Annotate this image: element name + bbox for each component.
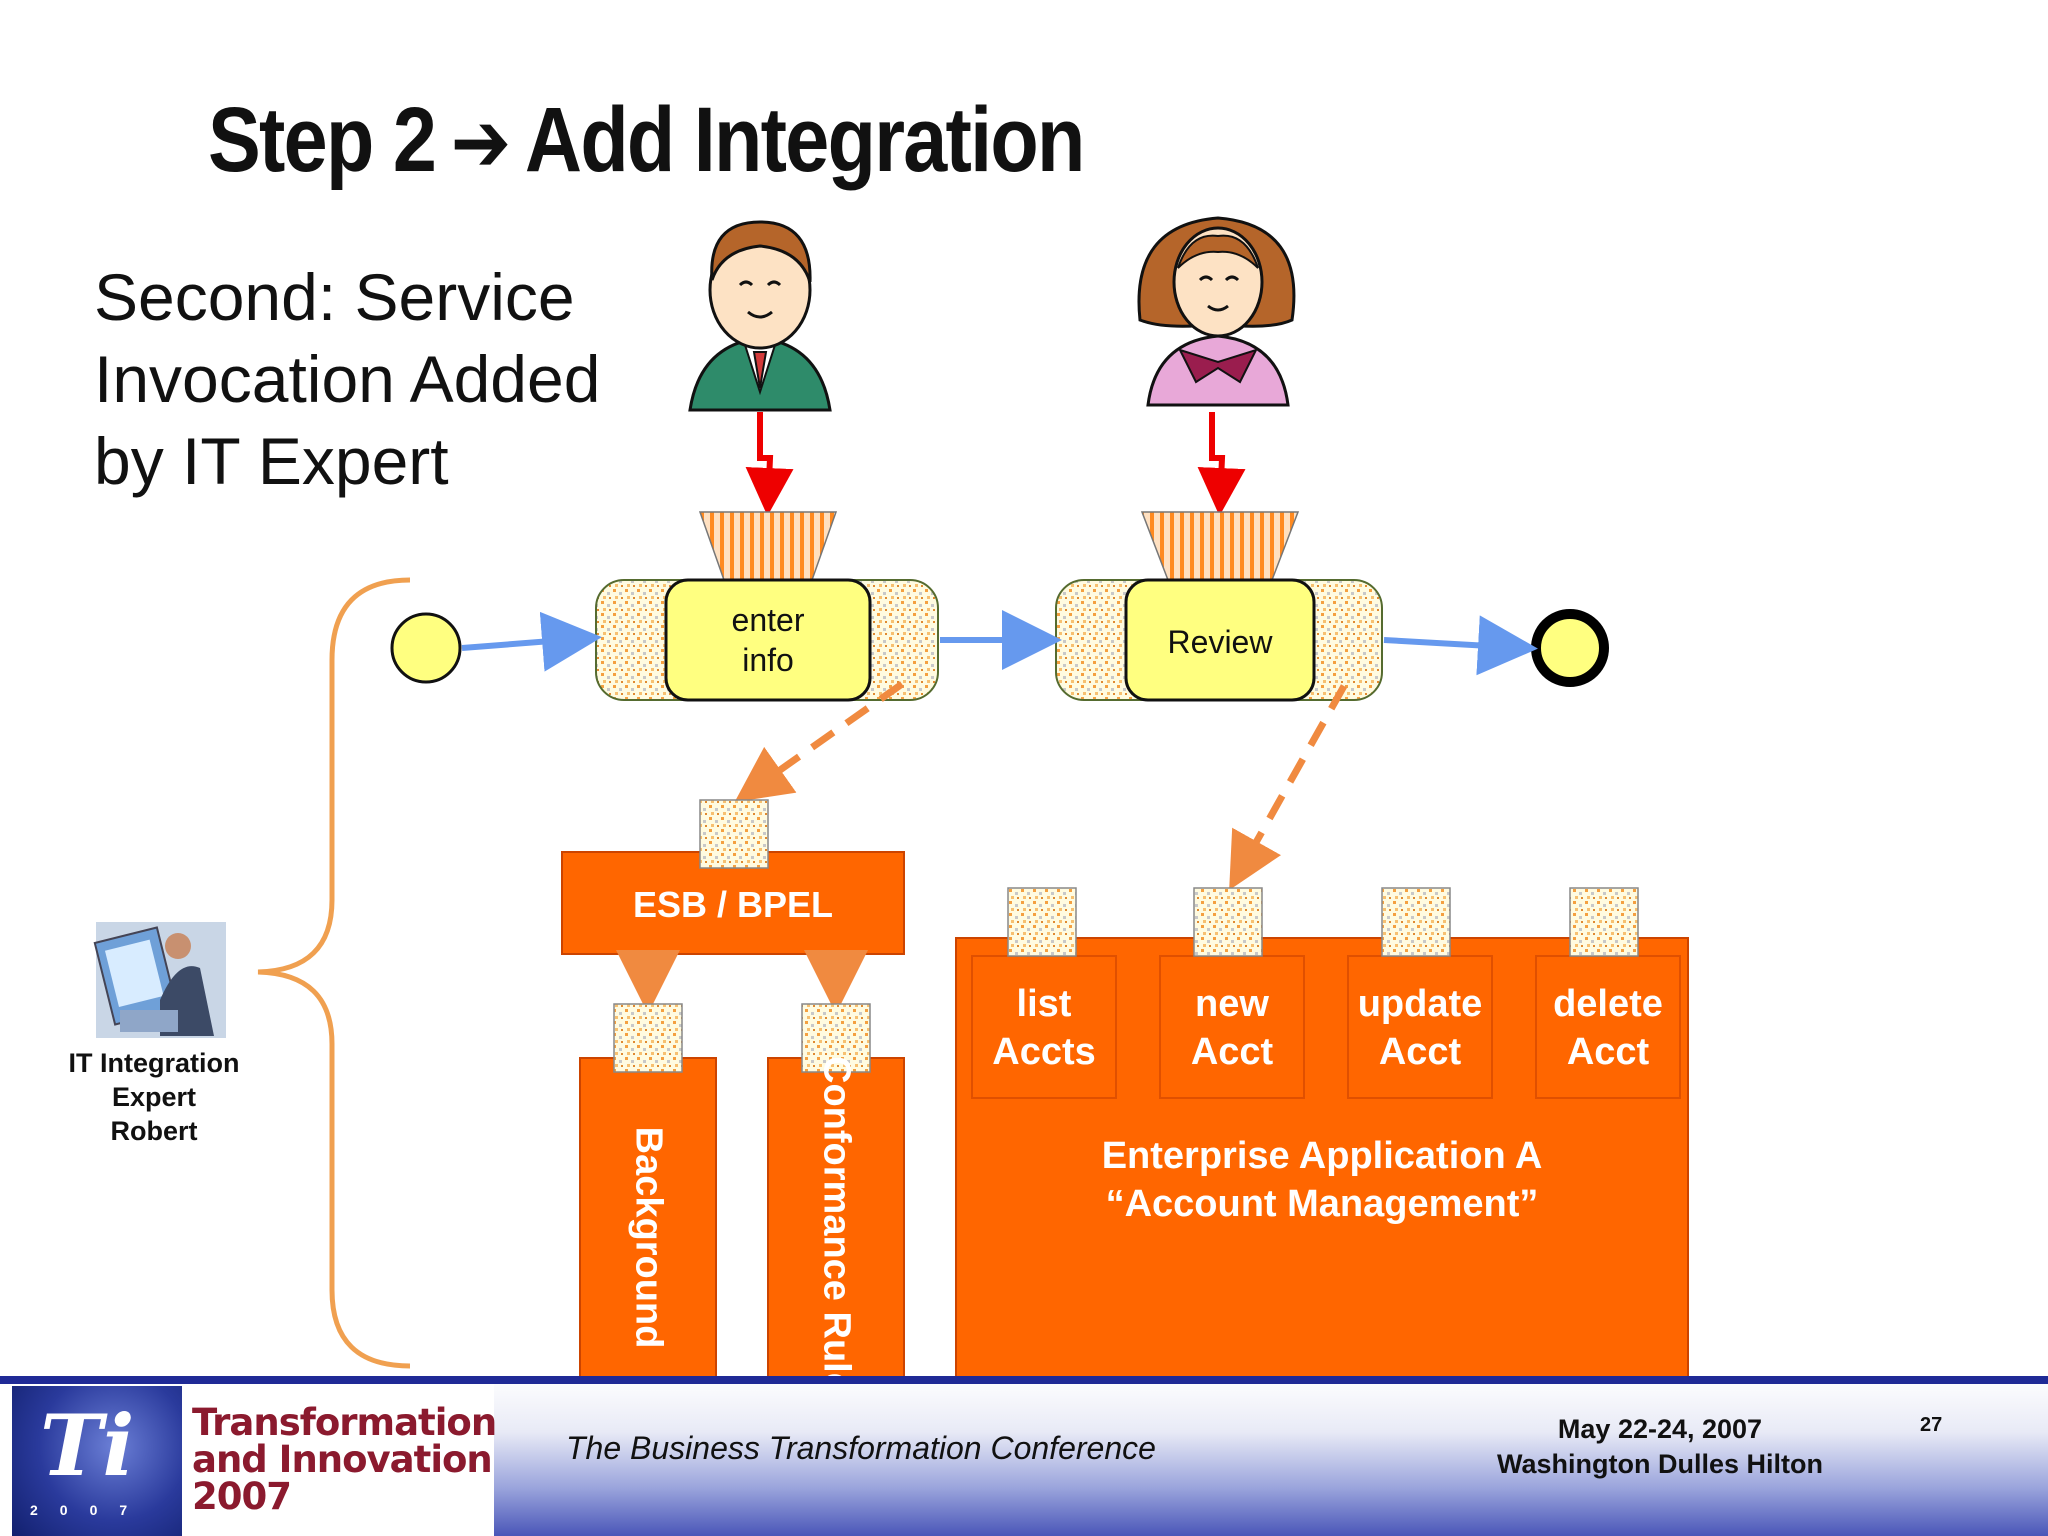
activity-label-line: Review (1167, 624, 1273, 660)
logo-wordmark-line: Transformation (192, 1401, 497, 1444)
background-label: Background (627, 1126, 670, 1349)
conformance-rules-label: Conformance Rules (815, 1058, 858, 1414)
service-port-icon (1193, 887, 1263, 957)
title-step: Step 2 (208, 89, 437, 191)
arrow-right-icon: ➔ (450, 95, 512, 189)
red-interaction-arrow (745, 412, 794, 516)
conformance-label-clip: Conformance Rules (768, 1058, 904, 1414)
service-op-delete-acct: delete Acct (1536, 980, 1680, 1076)
service-invocation-arrow (734, 681, 905, 803)
subtitle-line: by IT Expert (94, 424, 449, 498)
enterprise-application-label: Enterprise Application A “Account Manage… (956, 1132, 1688, 1228)
service-port-icon (801, 1003, 871, 1073)
expert-label-line: Expert (111, 1082, 197, 1112)
service-op-line: delete (1553, 983, 1663, 1025)
esb-label: ESB / BPEL (632, 884, 834, 925)
logo-wordmark-line: 2007 (192, 1475, 292, 1518)
human-task-funnel-icon (698, 511, 838, 581)
esb-box (561, 851, 905, 955)
logo-wordmark: Transformation and Innovation 2007 (192, 1401, 497, 1518)
service-port-icon (1007, 887, 1077, 957)
footer-rule (0, 1376, 2048, 1384)
service-invocation-arrow (1229, 684, 1348, 891)
it-expert-label: IT Integration Expert Robert (44, 1046, 264, 1148)
page-number: 27 (1920, 1414, 1943, 1436)
service-op-line: Acct (1566, 1031, 1650, 1073)
title-action: Add Integration (524, 89, 1085, 191)
subtitle-line: Invocation Added (94, 342, 601, 416)
service-op-new-acct: new Acct (1160, 980, 1304, 1076)
end-node (1531, 609, 1609, 687)
ti-logo-letters: Ti (40, 1396, 135, 1495)
business-user-man-icon (688, 220, 832, 412)
conference-date: May 22-24, 2007 (1557, 1414, 1763, 1444)
background-service-box (579, 1057, 717, 1415)
expert-label-line: Robert (110, 1116, 198, 1146)
service-op-line: list (1016, 983, 1072, 1025)
service-op-list-accts: list Accts (972, 980, 1116, 1076)
activity-enter-info (664, 578, 872, 702)
service-op-line: Accts (992, 1031, 1096, 1073)
slide-title: Step 2➔Add Integration (208, 88, 1085, 193)
service-op-line: Acct (1190, 1031, 1274, 1073)
flow-arrow (1383, 615, 1538, 676)
it-expert-photo (93, 922, 226, 1038)
enterprise-app-line: “Account Management” (1105, 1183, 1539, 1225)
activity-label-line: enter (731, 602, 805, 638)
activity-review (1124, 578, 1316, 702)
slide-subtitle: Second: Service Invocation Added by IT E… (94, 256, 600, 502)
service-port-icon (1381, 887, 1451, 957)
enterprise-app-line: Enterprise Application A (1101, 1135, 1543, 1177)
conference-location: Washington Dulles Hilton (1497, 1449, 1823, 1479)
service-op-line: Acct (1378, 1031, 1462, 1073)
activity-enter-info-label: enter info (666, 600, 870, 680)
expert-label-line: IT Integration (68, 1048, 240, 1078)
flow-arrow (461, 611, 602, 672)
logo-wordmark-line: and Innovation (192, 1438, 493, 1481)
subtitle-line: Second: Service (94, 260, 575, 334)
service-port-icon (613, 1003, 683, 1073)
start-node (390, 612, 462, 684)
service-op-update-acct: update Acct (1348, 980, 1492, 1076)
activity-label-line: info (742, 642, 794, 678)
service-port-icon (699, 799, 769, 869)
conference-date-location: May 22-24, 2007 Washington Dulles Hilton (1450, 1412, 1870, 1482)
conference-name: The Business Transformation Conference (566, 1430, 1156, 1466)
business-user-woman-icon (1137, 216, 1296, 407)
ti-logo-year: 2007 (30, 1502, 150, 1518)
curly-brace (257, 577, 411, 1369)
human-task-funnel-icon (1140, 511, 1300, 581)
ti-logo-emblem (12, 1386, 182, 1536)
service-port-icon (1569, 887, 1639, 957)
activity-review-label: Review (1126, 622, 1314, 662)
service-op-line: update (1357, 983, 1483, 1025)
background-label-clip: Background (580, 1058, 716, 1414)
red-interaction-arrow (1197, 412, 1246, 516)
service-op-line: new (1195, 983, 1269, 1025)
enterprise-application-box (955, 937, 1689, 1415)
